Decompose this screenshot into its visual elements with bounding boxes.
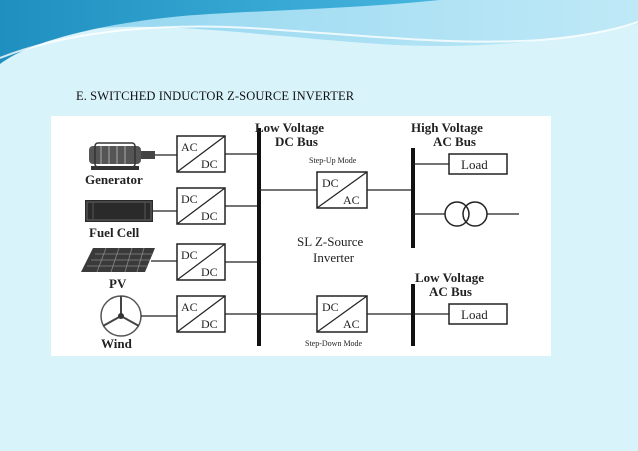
hv-ac-bus-label-line1: High Voltage <box>411 120 483 135</box>
wind-label: Wind <box>101 336 133 351</box>
generator-icon <box>89 142 155 170</box>
system-diagram: Generator Fuel Cell PV Wind AC DC <box>51 116 551 356</box>
svg-text:DC: DC <box>322 300 339 314</box>
step-up-mode-label: Step-Up Mode <box>309 156 357 165</box>
svg-text:AC: AC <box>181 300 198 314</box>
fuel-cell-label: Fuel Cell <box>89 225 140 240</box>
center-label-line2: Inverter <box>313 250 355 265</box>
inverter-upper: DC AC <box>316 171 368 209</box>
hv-ac-bus-label-line2: AC Bus <box>433 134 476 149</box>
lv-ac-bus-label-line2: AC Bus <box>429 284 472 299</box>
dc-bus-label-line2: DC Bus <box>275 134 318 149</box>
generator-label: Generator <box>85 172 143 187</box>
header-wave-dark <box>0 0 440 64</box>
load-upper: Load <box>461 157 488 172</box>
pv-panel-icon <box>81 247 155 273</box>
load-lower-box <box>448 303 508 325</box>
svg-text:DC: DC <box>201 317 218 331</box>
step-down-mode-label: Step-Down Mode <box>305 339 363 348</box>
converter-wind: AC DC <box>176 295 226 333</box>
lv-ac-bus-label-line1: Low Voltage <box>415 270 484 285</box>
svg-text:DC: DC <box>322 176 339 190</box>
svg-text:DC: DC <box>181 192 198 206</box>
converter-pv: DC DC <box>176 243 226 281</box>
pv-label: PV <box>109 276 127 291</box>
svg-text:DC: DC <box>201 157 218 171</box>
svg-text:AC: AC <box>343 317 360 331</box>
fuel-cell-icon <box>85 200 153 222</box>
svg-text:AC: AC <box>181 140 198 154</box>
svg-text:DC: DC <box>201 209 218 223</box>
dc-bus-label-line1: Low Voltage <box>255 120 324 135</box>
header-wave-line <box>0 21 638 59</box>
svg-text:AC: AC <box>343 193 360 207</box>
slide-heading: E. SWITCHED INDUCTOR Z-SOURCE INVERTER <box>76 89 355 103</box>
svg-text:DC: DC <box>201 265 218 279</box>
center-label-line1: SL Z-Source <box>297 234 364 249</box>
svg-text:DC: DC <box>181 248 198 262</box>
converter-generator: AC DC <box>176 135 226 173</box>
inverter-lower: DC AC <box>316 295 368 333</box>
load-lower: Load <box>461 307 488 322</box>
wind-turbine-icon <box>100 295 142 337</box>
load-upper-box <box>448 153 508 175</box>
converter-fuel-cell: DC DC <box>176 187 226 225</box>
transformer-icon <box>444 201 488 227</box>
